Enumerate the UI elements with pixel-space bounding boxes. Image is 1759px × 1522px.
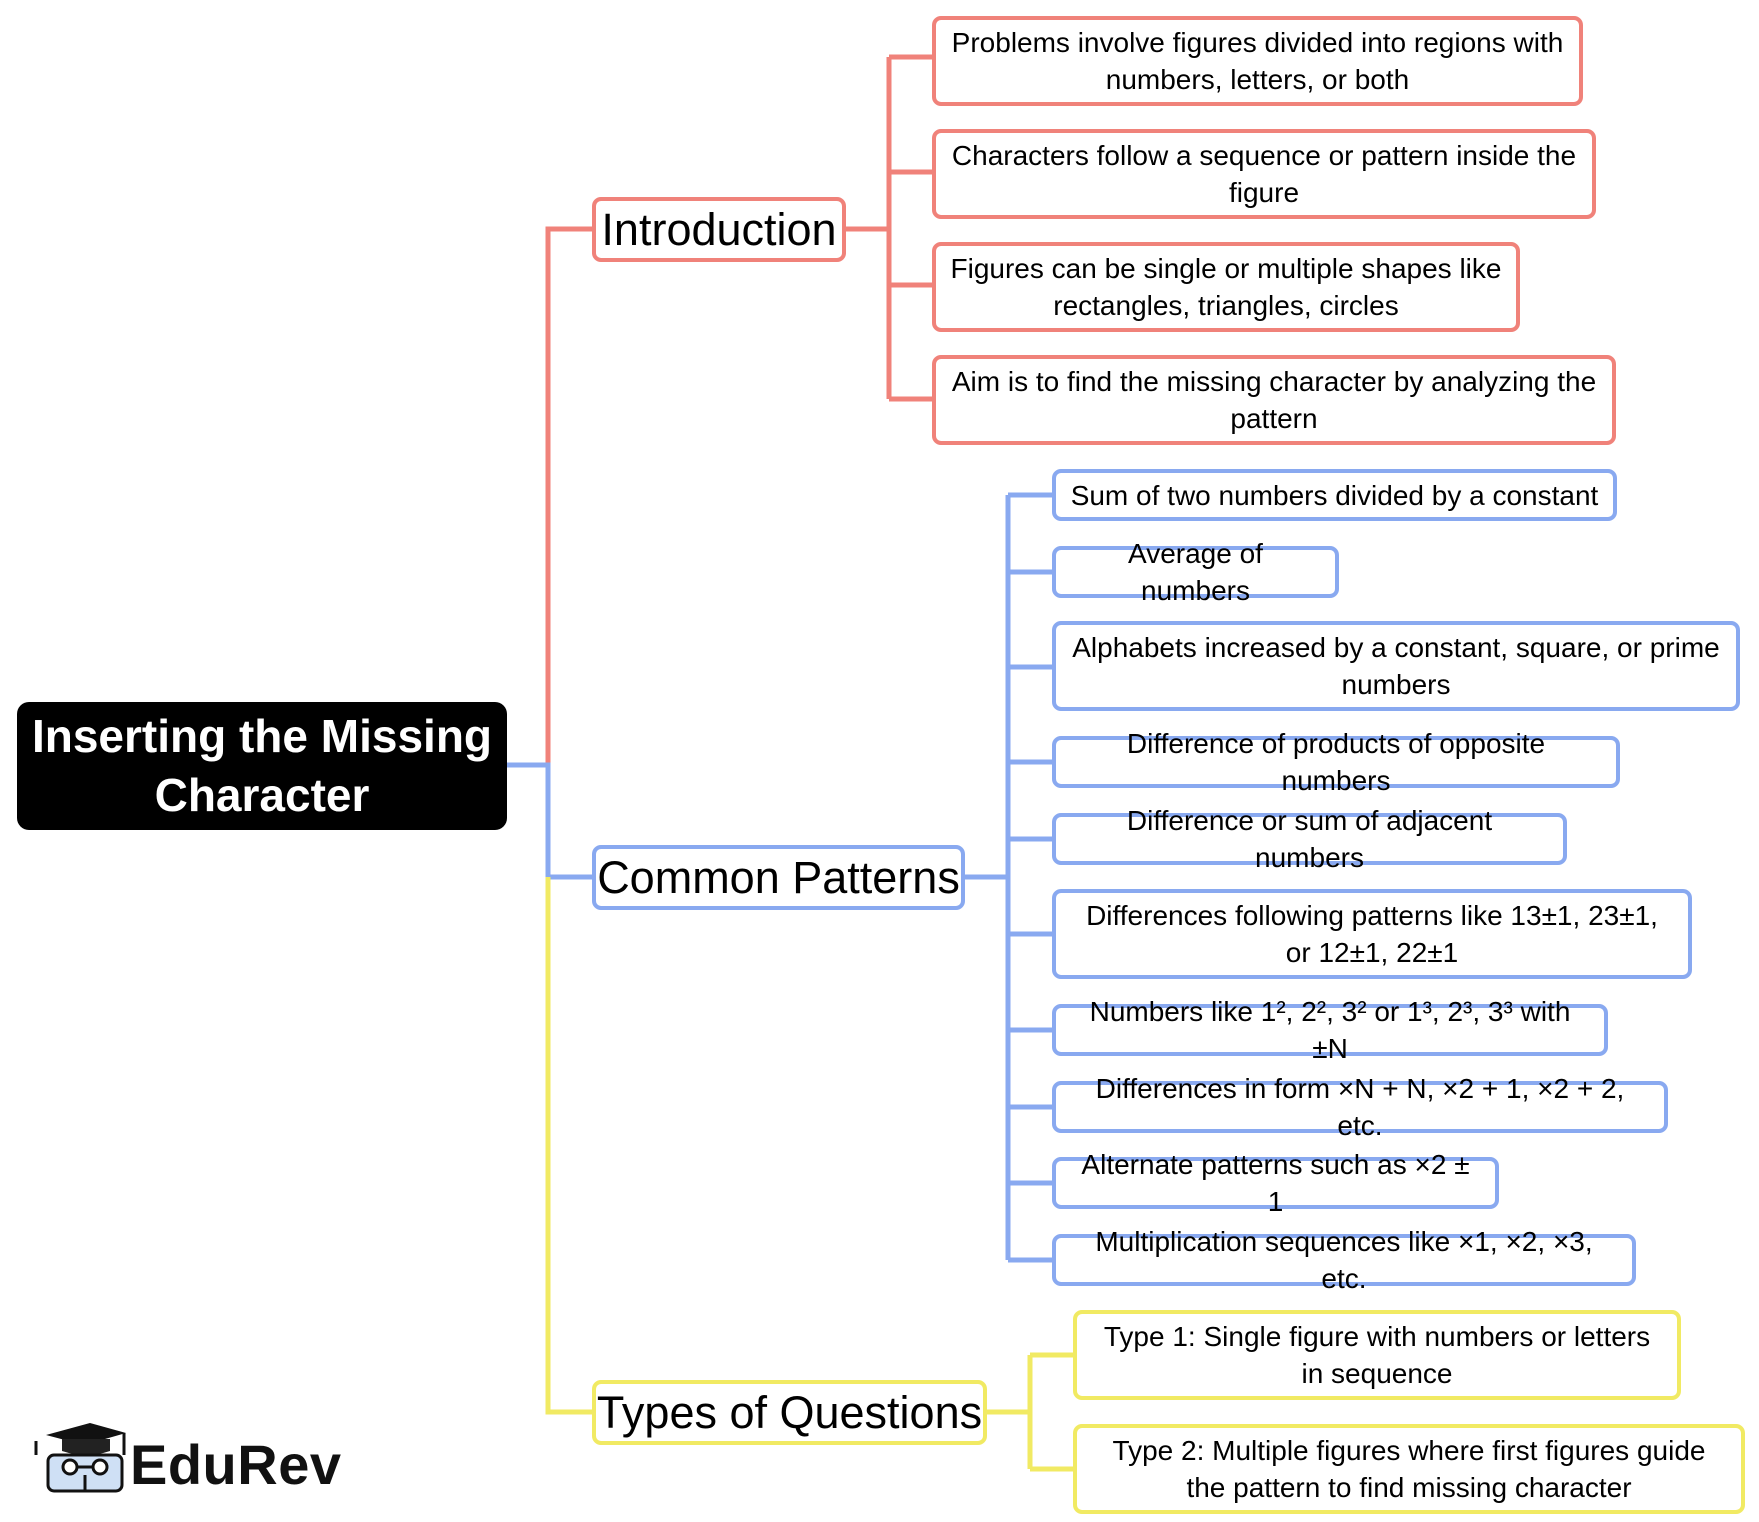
- common-patterns-item-text: Alternate patterns such as ×2 ± 1: [1081, 1149, 1470, 1217]
- common-patterns-item-text: Alphabets increased by a constant, squar…: [1072, 632, 1720, 700]
- common-patterns-item-text: Differences in form ×N + N, ×2 + 1, ×2 +…: [1095, 1073, 1625, 1141]
- introduction-item-text: Problems involve figures divided into re…: [951, 27, 1564, 95]
- introduction-item: Figures can be single or multiple shapes…: [932, 242, 1520, 332]
- common-patterns-item-text: Sum of two numbers divided by a constant: [1070, 479, 1599, 511]
- root-label-line1: Inserting the Missing: [31, 710, 493, 762]
- common-patterns-item: Difference or sum of adjacent numbers: [1052, 805, 1567, 873]
- common-patterns-item: Alphabets increased by a constant, squar…: [1052, 621, 1740, 711]
- connector-types-leaves: [987, 1352, 1073, 1472]
- common-patterns-item-text: Differences following patterns like 13±1…: [1086, 900, 1658, 968]
- connector-introduction-leaves: [846, 54, 932, 402]
- introduction-item: Aim is to find the missing character by …: [932, 355, 1616, 445]
- common-patterns-item: Differences following patterns like 13±1…: [1052, 889, 1692, 979]
- common-patterns-item: Difference of products of opposite numbe…: [1052, 728, 1620, 796]
- types-of-questions-item-text: Type 2: Multiple figures where first fig…: [1112, 1435, 1706, 1503]
- introduction-item-text: Aim is to find the missing character by …: [951, 366, 1597, 434]
- introduction-item-text: Characters follow a sequence or pattern …: [951, 140, 1577, 208]
- branch-types-label: Types of Questions: [596, 1387, 983, 1438]
- common-patterns-item-text: Average of numbers: [1128, 538, 1263, 606]
- common-patterns-item: Numbers like 1², 2², 3² or 1³, 2³, 3³ wi…: [1052, 996, 1608, 1064]
- types-of-questions-item: Type 2: Multiple figures where first fig…: [1073, 1424, 1745, 1514]
- common-patterns-item: Average of numbers: [1052, 538, 1339, 606]
- root-node: Inserting the Missing Character: [17, 702, 507, 830]
- introduction-item-text: Figures can be single or multiple shapes…: [950, 253, 1502, 321]
- common-patterns-item: Alternate patterns such as ×2 ± 1: [1052, 1149, 1499, 1217]
- common-patterns-item-text: Difference or sum of adjacent numbers: [1126, 805, 1493, 873]
- common-patterns-item: Multiplication sequences like ×1, ×2, ×3…: [1052, 1226, 1636, 1294]
- connector-root-introduction: [545, 226, 592, 765]
- graduation-cap-student-icon: [34, 1423, 126, 1493]
- connector-common-patterns-leaves: [965, 492, 1052, 1263]
- common-patterns-item-text: Multiplication sequences like ×1, ×2, ×3…: [1095, 1226, 1593, 1294]
- common-patterns-item: Sum of two numbers divided by a constant: [1052, 469, 1617, 521]
- common-patterns-item-text: Difference of products of opposite numbe…: [1126, 728, 1546, 796]
- types-of-questions-item: Type 1: Single figure with numbers or le…: [1073, 1310, 1681, 1400]
- introduction-item: Problems involve figures divided into re…: [932, 16, 1583, 106]
- edurev-logo-text: EduRev: [130, 1433, 342, 1496]
- branch-introduction-label: Introduction: [601, 204, 837, 255]
- introduction-item: Characters follow a sequence or pattern …: [932, 129, 1596, 219]
- connector-root-common-patterns: [505, 762, 592, 880]
- connector-root-types: [545, 877, 592, 1415]
- common-patterns-item-text: Numbers like 1², 2², 3² or 1³, 2³, 3³ wi…: [1089, 996, 1571, 1064]
- root-label-line2: Character: [154, 769, 370, 821]
- branch-introduction: Introduction: [592, 197, 846, 262]
- common-patterns-item: Differences in form ×N + N, ×2 + 1, ×2 +…: [1052, 1073, 1668, 1141]
- branch-common-patterns-label: Common Patterns: [597, 852, 960, 903]
- types-of-questions-item-text: Type 1: Single figure with numbers or le…: [1103, 1321, 1651, 1389]
- branch-types-of-questions: Types of Questions: [592, 1380, 987, 1445]
- branch-common-patterns: Common Patterns: [592, 845, 965, 910]
